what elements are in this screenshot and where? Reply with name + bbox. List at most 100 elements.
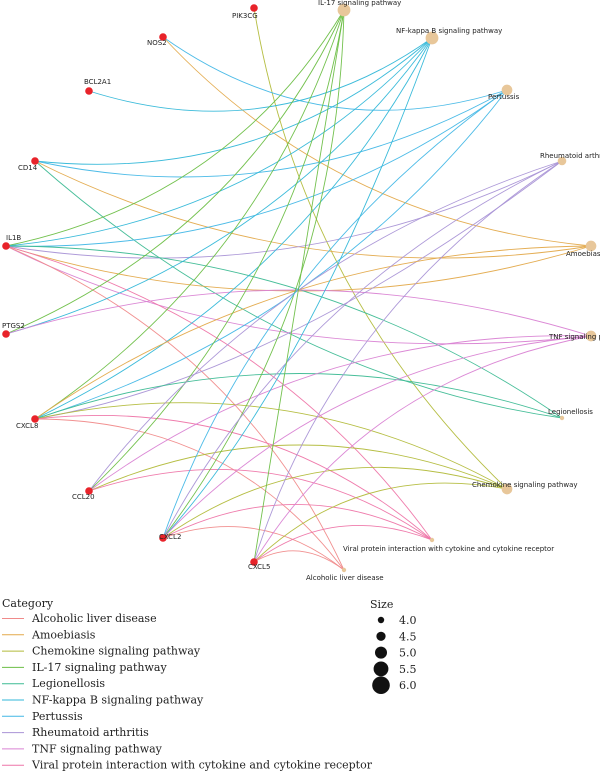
edge-ccl20-tnf-signaling-pathway [88, 335, 592, 492]
pathway-node-chemokine-signaling-pathway [501, 483, 513, 495]
edge-cxcl2-nf-kappa-b-signaling-pathway [162, 37, 433, 539]
size-legend-label-4-5: 4.5 [399, 630, 417, 643]
pathway-label-legionellosis: Legionellosis [548, 408, 593, 416]
legend-label-alcoholic-liver-disease: Alcoholic liver disease [31, 612, 157, 625]
pathway-node-pertussis [501, 84, 513, 96]
edge-cxcl8-amoebiasis [34, 245, 592, 420]
legend-label-legionellosis: Legionellosis [32, 677, 105, 690]
legend-label-viral-protein-interaction-with-cytokine-and-cytokine-receptor: Viral protein interaction with cytokine … [31, 759, 373, 772]
pathway-label-pertussis: Pertussis [488, 93, 520, 101]
edge-il1b-alcoholic-liver-disease [5, 245, 345, 571]
gene-label-ccl20: CCL20 [72, 493, 95, 501]
gene-node-cxcl2 [159, 534, 167, 542]
gene-node-ccl20 [85, 487, 93, 495]
legend-label-rheumatoid-arthritis: Rheumatoid arthritis [32, 726, 149, 739]
size-legend-dot-4-0 [377, 616, 385, 624]
gene-label-cxcl2: CXCL2 [159, 533, 181, 541]
edge-cxcl2-pertussis [162, 89, 508, 539]
category-legend-title: Category [2, 597, 54, 610]
edge-cxcl5-chemokine-signaling-pathway [253, 482, 508, 563]
edge-cxcl8-nf-kappa-b-signaling-pathway [34, 37, 433, 420]
pathway-node-rheumatoid-arthritis [557, 156, 567, 166]
size-legend-label-6-0: 6.0 [399, 679, 417, 692]
edge-ccl20-rheumatoid-arthritis [88, 160, 563, 492]
gene-node-ptgs2 [2, 330, 10, 338]
edge-il1b-il-17-signaling-pathway [5, 9, 345, 247]
edge-pik3cg-chemokine-signaling-pathway [253, 7, 508, 490]
size-legend-title: Size [370, 598, 393, 611]
edge-layer [5, 7, 592, 571]
pathway-label-nf-kappa-b-signaling-pathway: NF-kappa B signaling pathway [396, 27, 502, 35]
edge-cxcl8-il-17-signaling-pathway [34, 9, 345, 420]
edge-cd14-nf-kappa-b-signaling-pathway [34, 37, 433, 165]
edge-cxcl5-il-17-signaling-pathway [253, 9, 345, 563]
gene-label-cxcl8: CXCL8 [16, 422, 38, 430]
edge-cxcl2-alcoholic-liver-disease [162, 526, 345, 571]
edge-il1b-tnf-signaling-pathway [5, 245, 592, 345]
pathway-node-il-17-signaling-pathway [337, 3, 351, 17]
edge-il1b-viral-protein-interaction-with-cytokine-and-cytokine-receptor [5, 245, 433, 541]
edge-cxcl5-alcoholic-liver-disease [253, 550, 345, 571]
pathway-label-il-17-signaling-pathway: IL-17 signaling pathway [318, 0, 401, 7]
edge-ptgs2-nf-kappa-b-signaling-pathway [5, 37, 433, 335]
edge-ccl20-viral-protein-interaction-with-cytokine-and-cytokine-receptor [88, 469, 433, 541]
gene-node-cxcl8 [31, 415, 39, 423]
gene-label-pik3cg: PIK3CG [232, 12, 258, 20]
edge-cxcl2-viral-protein-interaction-with-cytokine-and-cytokine-receptor [162, 503, 433, 541]
legend-label-amoebiasis: Amoebiasis [31, 628, 96, 641]
size-legend-label-5-0: 5.0 [399, 647, 417, 660]
pathway-label-chemokine-signaling-pathway: Chemokine signaling pathway [472, 481, 578, 489]
pathway-label-amoebiasis: Amoebiasis [566, 250, 600, 258]
pathway-label-tnf-signaling-pathway: TNF signaling pathway [548, 333, 600, 341]
edge-cxcl5-tnf-signaling-pathway [253, 335, 592, 563]
pathway-label-viral-protein-interaction-with-cytokine-and-cytokine-receptor: Viral protein interaction with cytokine … [343, 545, 554, 553]
size-legend-dot-6-0 [372, 676, 390, 694]
gene-node-il1b [2, 242, 10, 250]
edge-il1b-nf-kappa-b-signaling-pathway [5, 37, 433, 247]
pathway-label-rheumatoid-arthritis: Rheumatoid arthritis [540, 152, 600, 160]
gene-label-cxcl5: CXCL5 [248, 563, 270, 571]
pathway-node-viral-protein-interaction-with-cytokine-and-cytokine-receptor [429, 537, 435, 543]
edge-ptgs2-il-17-signaling-pathway [5, 9, 345, 335]
edge-cd14-amoebiasis [34, 160, 592, 259]
edge-cxcl8-legionellosis [34, 373, 563, 420]
category-legend: Category Alcoholic liver diseaseAmoebias… [2, 597, 373, 772]
size-legend-label-4-0: 4.0 [399, 614, 417, 627]
gene-node-pik3cg [250, 4, 258, 12]
pathway-node-alcoholic-liver-disease [341, 567, 347, 573]
edge-cxcl8-rheumatoid-arthritis [34, 160, 563, 420]
edge-ccl20-chemokine-signaling-pathway [88, 444, 508, 492]
edge-nos2-amoebiasis [162, 36, 592, 247]
size-legend-dot-4-5 [376, 631, 386, 641]
pathway-node-nf-kappa-b-signaling-pathway [425, 31, 439, 45]
pathway-label-alcoholic-liver-disease: Alcoholic liver disease [306, 574, 384, 582]
gene-label-il1b: IL1B [6, 234, 21, 242]
edge-il1b-pertussis [5, 89, 508, 247]
edge-il1b-rheumatoid-arthritis [5, 160, 563, 259]
legend-label-pertussis: Pertussis [32, 710, 83, 723]
size-legend-label-5-5: 5.5 [399, 663, 417, 676]
legend-label-tnf-signaling-pathway: TNF signaling pathway [32, 742, 163, 755]
gene-label-ptgs2: PTGS2 [2, 322, 25, 330]
edge-bcl2a1-nf-kappa-b-signaling-pathway [88, 37, 433, 112]
legend-label-nf-kappa-b-signaling-pathway: NF-kappa B signaling pathway [32, 694, 204, 707]
size-legend-dot-5-0 [375, 646, 387, 659]
pathway-node-amoebiasis [585, 240, 597, 252]
edge-nos2-pertussis [162, 36, 508, 111]
gene-node-cxcl5 [250, 558, 258, 566]
edge-cxcl5-viral-protein-interaction-with-cytokine-and-cytokine-receptor [253, 524, 433, 563]
edge-ccl20-il-17-signaling-pathway [88, 9, 345, 492]
edge-cxcl2-chemokine-signaling-pathway [162, 466, 508, 539]
legend-label-chemokine-signaling-pathway: Chemokine signaling pathway [32, 645, 201, 658]
edge-cxcl2-il-17-signaling-pathway [162, 9, 345, 539]
edge-cxcl5-rheumatoid-arthritis [253, 160, 563, 563]
size-legend-dot-5-5 [373, 661, 389, 677]
size-legend: Size 4.0 4.5 5.0 5.5 6.0 [370, 598, 417, 694]
gene-node-cd14 [31, 157, 39, 165]
gene-node-nos2 [159, 33, 167, 41]
edge-cxcl2-rheumatoid-arthritis [162, 160, 563, 539]
edge-cxcl8-viral-protein-interaction-with-cytokine-and-cytokine-receptor [34, 414, 433, 541]
legend-label-il-17-signaling-pathway: IL-17 signaling pathway [32, 661, 167, 674]
